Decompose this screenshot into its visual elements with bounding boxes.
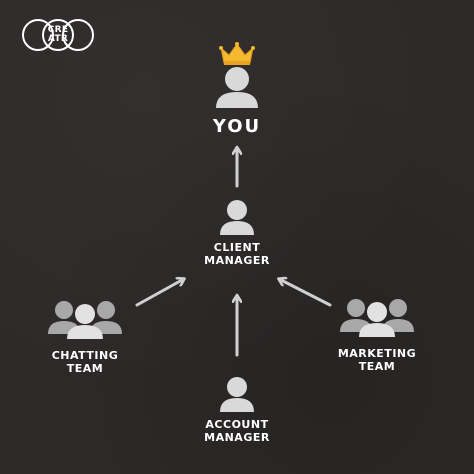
client-manager-label-line1: CLIENT [213,241,261,254]
account-manager-label-line1: ACCOUNT [205,418,269,431]
client-manager-label-line2: MANAGER [204,254,270,268]
chatting-team-label: CHATTING TEAM [25,349,145,375]
logo-text: CRE ATR [28,26,88,44]
you-person-icon [216,67,258,108]
logo-line2: ATR [47,34,69,44]
chatting-team-group-icon [48,301,122,339]
logo-line1: CRE [47,25,69,35]
marketing-team-label: MARKETING TEAM [317,347,437,373]
marketing-team-label-line2: TEAM [358,360,396,374]
account-manager-label-line2: MANAGER [204,431,270,445]
chatting-team-label-line2: TEAM [66,362,104,376]
marketing-team-label-line1: MARKETING [337,347,417,360]
account-manager-label: ACCOUNT MANAGER [177,418,297,444]
arrow-icon [281,280,332,307]
crown-icon [219,42,255,65]
marketing-team-group-icon [340,299,414,337]
arrow-icon [135,280,182,307]
chatting-team-label-line1: CHATTING [51,349,119,362]
account-manager-person-icon [220,377,254,412]
client-manager-person-icon [220,200,254,235]
you-label: YOU [212,116,262,137]
client-manager-label: CLIENT MANAGER [177,241,297,267]
